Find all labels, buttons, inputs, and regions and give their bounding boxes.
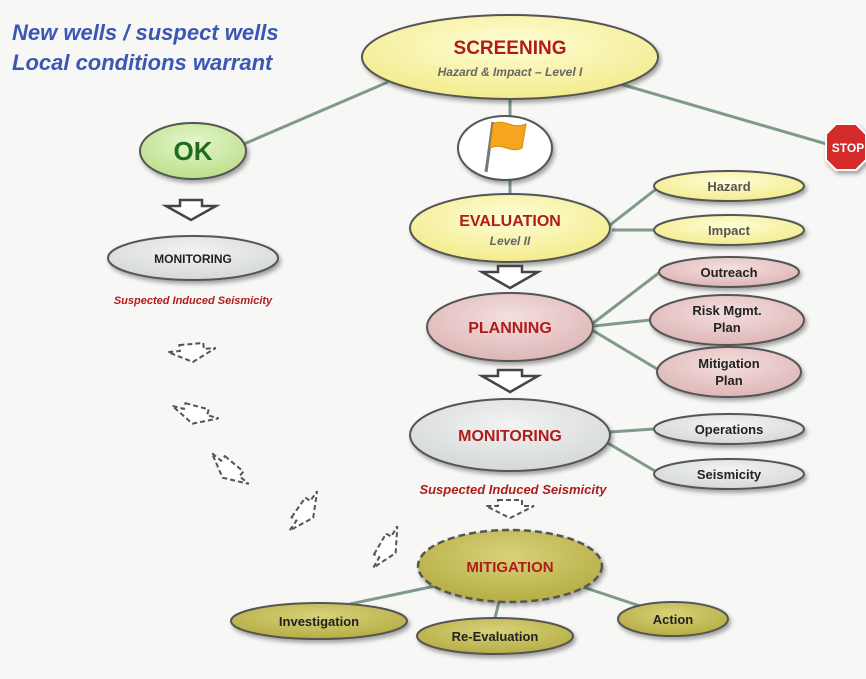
connector-planning-outreach: [591, 270, 661, 326]
screening-node: SCREENING Hazard & Impact – Level I: [361, 14, 659, 100]
screening-title: SCREENING: [454, 38, 567, 59]
connector-monitoring-operations: [609, 427, 655, 434]
mitigation-plan-line-2: Plan: [715, 373, 743, 388]
operations-ellipse: [653, 413, 805, 445]
reevaluation-ellipse: [416, 617, 574, 655]
suspected-seismicity-left: Suspected Induced Seismicity: [114, 295, 273, 307]
flag-node: [457, 115, 553, 181]
impact-label: Impact: [708, 223, 751, 238]
connector-planning-risk: [593, 318, 651, 328]
action-label: Action: [653, 612, 694, 627]
evaluation-node: EVALUATION Level II: [409, 193, 611, 263]
arrow-planning-monitoring: [477, 368, 543, 394]
flag-icon: [484, 121, 527, 173]
outreach-ellipse: [658, 256, 800, 288]
mitigation-item-investigation: Investigation: [230, 602, 408, 640]
investigation-label: Investigation: [279, 614, 359, 629]
mitigation-plan-ellipse: [656, 346, 802, 398]
connector-mitigation-investigation: [349, 583, 441, 606]
mitigation-plan-line-1: Mitigation: [698, 356, 759, 371]
mitigation-ellipse: [416, 528, 604, 604]
connector-screening-stop: [619, 82, 831, 147]
connector-screening-ok: [229, 80, 389, 152]
connector-mitigation-action: [579, 584, 641, 608]
mitigation-item-action: Action: [617, 601, 729, 637]
risk-mgmt-ellipse: [649, 294, 805, 346]
hazard-label: Hazard: [707, 179, 750, 194]
screening-ellipse: [361, 14, 659, 100]
planning-item-outreach: Outreach: [658, 256, 800, 288]
connector-monitoring-seismicity: [605, 440, 661, 476]
dashed-arrow-monitoring-mitigation: [485, 499, 535, 520]
evaluation-item-hazard: Hazard: [653, 170, 805, 202]
impact-ellipse: [653, 214, 805, 246]
ok-label: OK: [174, 136, 213, 166]
monitoring-node: MONITORING: [409, 398, 611, 472]
dashed-arrow-2: [171, 401, 219, 425]
mitigation-node: MITIGATION: [416, 528, 604, 604]
arrow-left-ok-monitoring: [161, 198, 221, 222]
header-line-2: Local conditions warrant: [12, 50, 274, 75]
seismicity-ellipse: [653, 458, 805, 490]
evaluation-ellipse: [409, 193, 611, 263]
evaluation-subtitle: Level II: [490, 234, 531, 248]
monitoring-ellipse: [409, 398, 611, 472]
action-ellipse: [617, 601, 729, 637]
header-line-1: New wells / suspect wells: [12, 20, 279, 45]
reevaluation-label: Re-Evaluation: [452, 629, 539, 644]
hazard-ellipse: [653, 170, 805, 202]
investigation-ellipse: [230, 602, 408, 640]
evaluation-title: EVALUATION: [459, 213, 561, 230]
suspected-seismicity-center: Suspected Induced Seismicity: [419, 482, 607, 497]
operations-label: Operations: [695, 422, 764, 437]
center-arrows: [161, 198, 543, 394]
arrow-evaluation-planning: [477, 264, 543, 290]
dashed-arrow-4: [288, 490, 319, 532]
connector-evaluation-hazard: [609, 184, 661, 227]
ok-node: OK: [139, 122, 247, 180]
planning-item-risk-mgmt: Risk Mgmt. Plan: [649, 294, 805, 346]
outreach-label: Outreach: [700, 265, 757, 280]
risk-mgmt-line-1: Risk Mgmt.: [692, 303, 761, 318]
left-monitoring-ellipse: [107, 235, 279, 281]
planning-ellipse: [426, 292, 594, 362]
monitoring-item-operations: Operations: [653, 413, 805, 445]
monitoring-item-seismicity: Seismicity: [653, 458, 805, 490]
stop-octagon: [825, 123, 866, 171]
stop-sign: STOP: [825, 123, 866, 171]
dashed-arrow-5: [372, 525, 399, 569]
screening-subtitle: Hazard & Impact – Level I: [438, 65, 583, 79]
connectors: [229, 80, 831, 619]
mitigation-item-reevaluation: Re-Evaluation: [416, 617, 574, 655]
evaluation-item-impact: Impact: [653, 214, 805, 246]
left-monitoring-node: MONITORING: [107, 235, 279, 281]
stop-label: STOP: [832, 141, 864, 155]
dashed-arrow-1: [167, 341, 217, 364]
mitigation-title: MITIGATION: [466, 559, 553, 576]
planning-item-mitigation-plan: Mitigation Plan: [656, 346, 802, 398]
seismicity-label: Seismicity: [697, 467, 762, 482]
risk-mgmt-line-2: Plan: [713, 320, 741, 335]
planning-title: PLANNING: [468, 320, 552, 337]
left-monitoring-label: MONITORING: [154, 252, 232, 266]
connector-planning-mitigation-plan: [591, 328, 663, 374]
ok-ellipse: [139, 122, 247, 180]
planning-node: PLANNING: [426, 292, 594, 362]
monitoring-title: MONITORING: [458, 428, 562, 445]
dashed-arrow-3: [210, 452, 250, 485]
